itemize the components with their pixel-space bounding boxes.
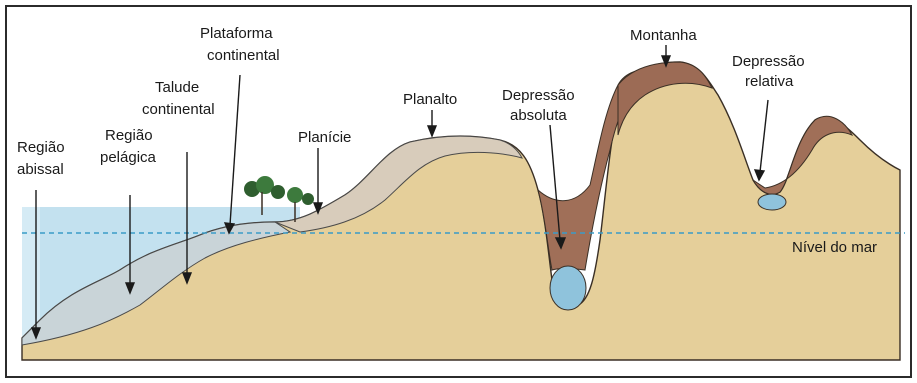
label-montanha: Montanha (630, 27, 697, 44)
absolute-depression-water (550, 266, 586, 310)
label-nivel-do-mar: Nível do mar (792, 239, 877, 256)
label-planicie: Planície (298, 129, 351, 146)
sea-water-front (22, 207, 40, 338)
label-planalto: Planalto (403, 91, 457, 108)
relative-depression-water (758, 194, 786, 210)
